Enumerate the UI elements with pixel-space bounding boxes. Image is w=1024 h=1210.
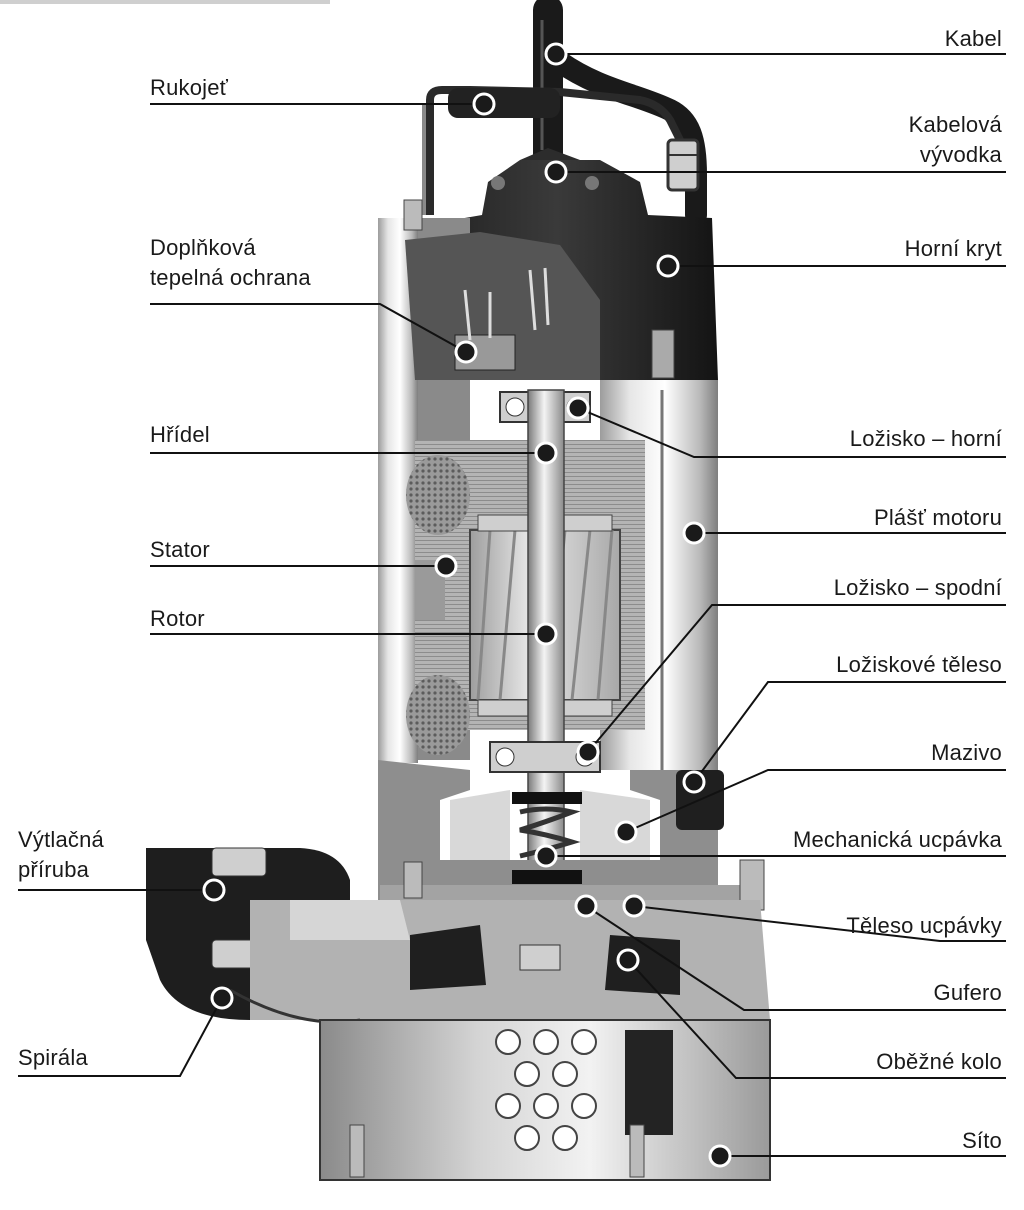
label-doplnkova-ochrana: Doplňková tepelná ochrana: [150, 235, 311, 290]
label-kabel: Kabel: [944, 26, 1002, 51]
label-mazivo: Mazivo: [931, 740, 1002, 765]
dot-gufero: [574, 894, 598, 918]
leader-loziskove-teleso: [693, 681, 1006, 783]
label-lozisko-spodni: Ložisko – spodní: [833, 575, 1002, 600]
label-spirala: Spirála: [18, 1045, 88, 1070]
label-plast-motoru: Plášť motoru: [873, 505, 1002, 530]
label-teleso-ucpavky: Těleso ucpávky: [846, 913, 1002, 938]
leader-teleso-ucpavky: [633, 905, 1006, 942]
dot-doplnkova-ochrana: [454, 340, 478, 364]
label-lozisko-horni: Ložisko – horní: [849, 426, 1002, 451]
impeller: [410, 925, 680, 995]
dot-teleso-ucpavky: [622, 894, 646, 918]
strainer: [319, 1019, 771, 1181]
dot-sito: [708, 1144, 732, 1168]
top-edge-bar: [0, 0, 330, 4]
dot-mechanicka-ucpavka: [534, 844, 558, 868]
dot-spirala: [210, 986, 234, 1010]
label-kabelova-vyvodka: Kabelová vývodka: [908, 112, 1002, 167]
callout-dots: [202, 42, 732, 1168]
leader-spirala: [18, 997, 223, 1077]
label-obezne-kolo: Oběžné kolo: [876, 1049, 1002, 1074]
label-vytlacna-priruba: Výtlačná příruba: [18, 827, 104, 882]
label-sito: Síto: [962, 1128, 1002, 1153]
dot-lozisko-spodni: [576, 740, 600, 764]
leader-obezne-kolo: [627, 959, 1006, 1079]
leader-gufero: [585, 905, 1006, 1011]
label-stator: Stator: [150, 537, 210, 562]
label-horni-kryt: Horní kryt: [904, 236, 1002, 261]
mechanical-seal: [512, 792, 582, 884]
label-loziskove-teleso: Ložiskové těleso: [836, 652, 1002, 677]
dot-rotor: [534, 622, 558, 646]
dot-rukojet: [472, 92, 496, 116]
dot-mazivo: [614, 820, 638, 844]
label-hridel: Hřídel: [150, 422, 210, 447]
dot-stator: [434, 554, 458, 578]
dot-hridel: [534, 441, 558, 465]
dot-plast-motoru: [682, 521, 706, 545]
label-rukojet: Rukojeť: [150, 75, 229, 100]
dot-loziskove-teleso: [682, 770, 706, 794]
bearing-housing: [378, 760, 718, 900]
dot-vytlacna-priruba: [202, 878, 226, 902]
leader-lozisko-horni: [577, 407, 1006, 458]
leader-lines: [18, 53, 1006, 1157]
leader-doplnkova-ochrana: [150, 303, 467, 353]
leader-lozisko-spodni: [587, 604, 1006, 753]
dot-kabel: [544, 42, 568, 66]
label-mechanicka-ucpavka: Mechanická ucpávka: [792, 827, 1002, 852]
dot-kabelova-vyvodka: [544, 160, 568, 184]
label-gufero: Gufero: [933, 980, 1002, 1005]
dot-lozisko-horni: [566, 396, 590, 420]
dot-horni-kryt: [656, 254, 680, 278]
pump-illustration: [146, 0, 771, 1181]
leader-mazivo: [625, 769, 1006, 833]
dot-obezne-kolo: [616, 948, 640, 972]
label-rotor: Rotor: [150, 606, 205, 631]
